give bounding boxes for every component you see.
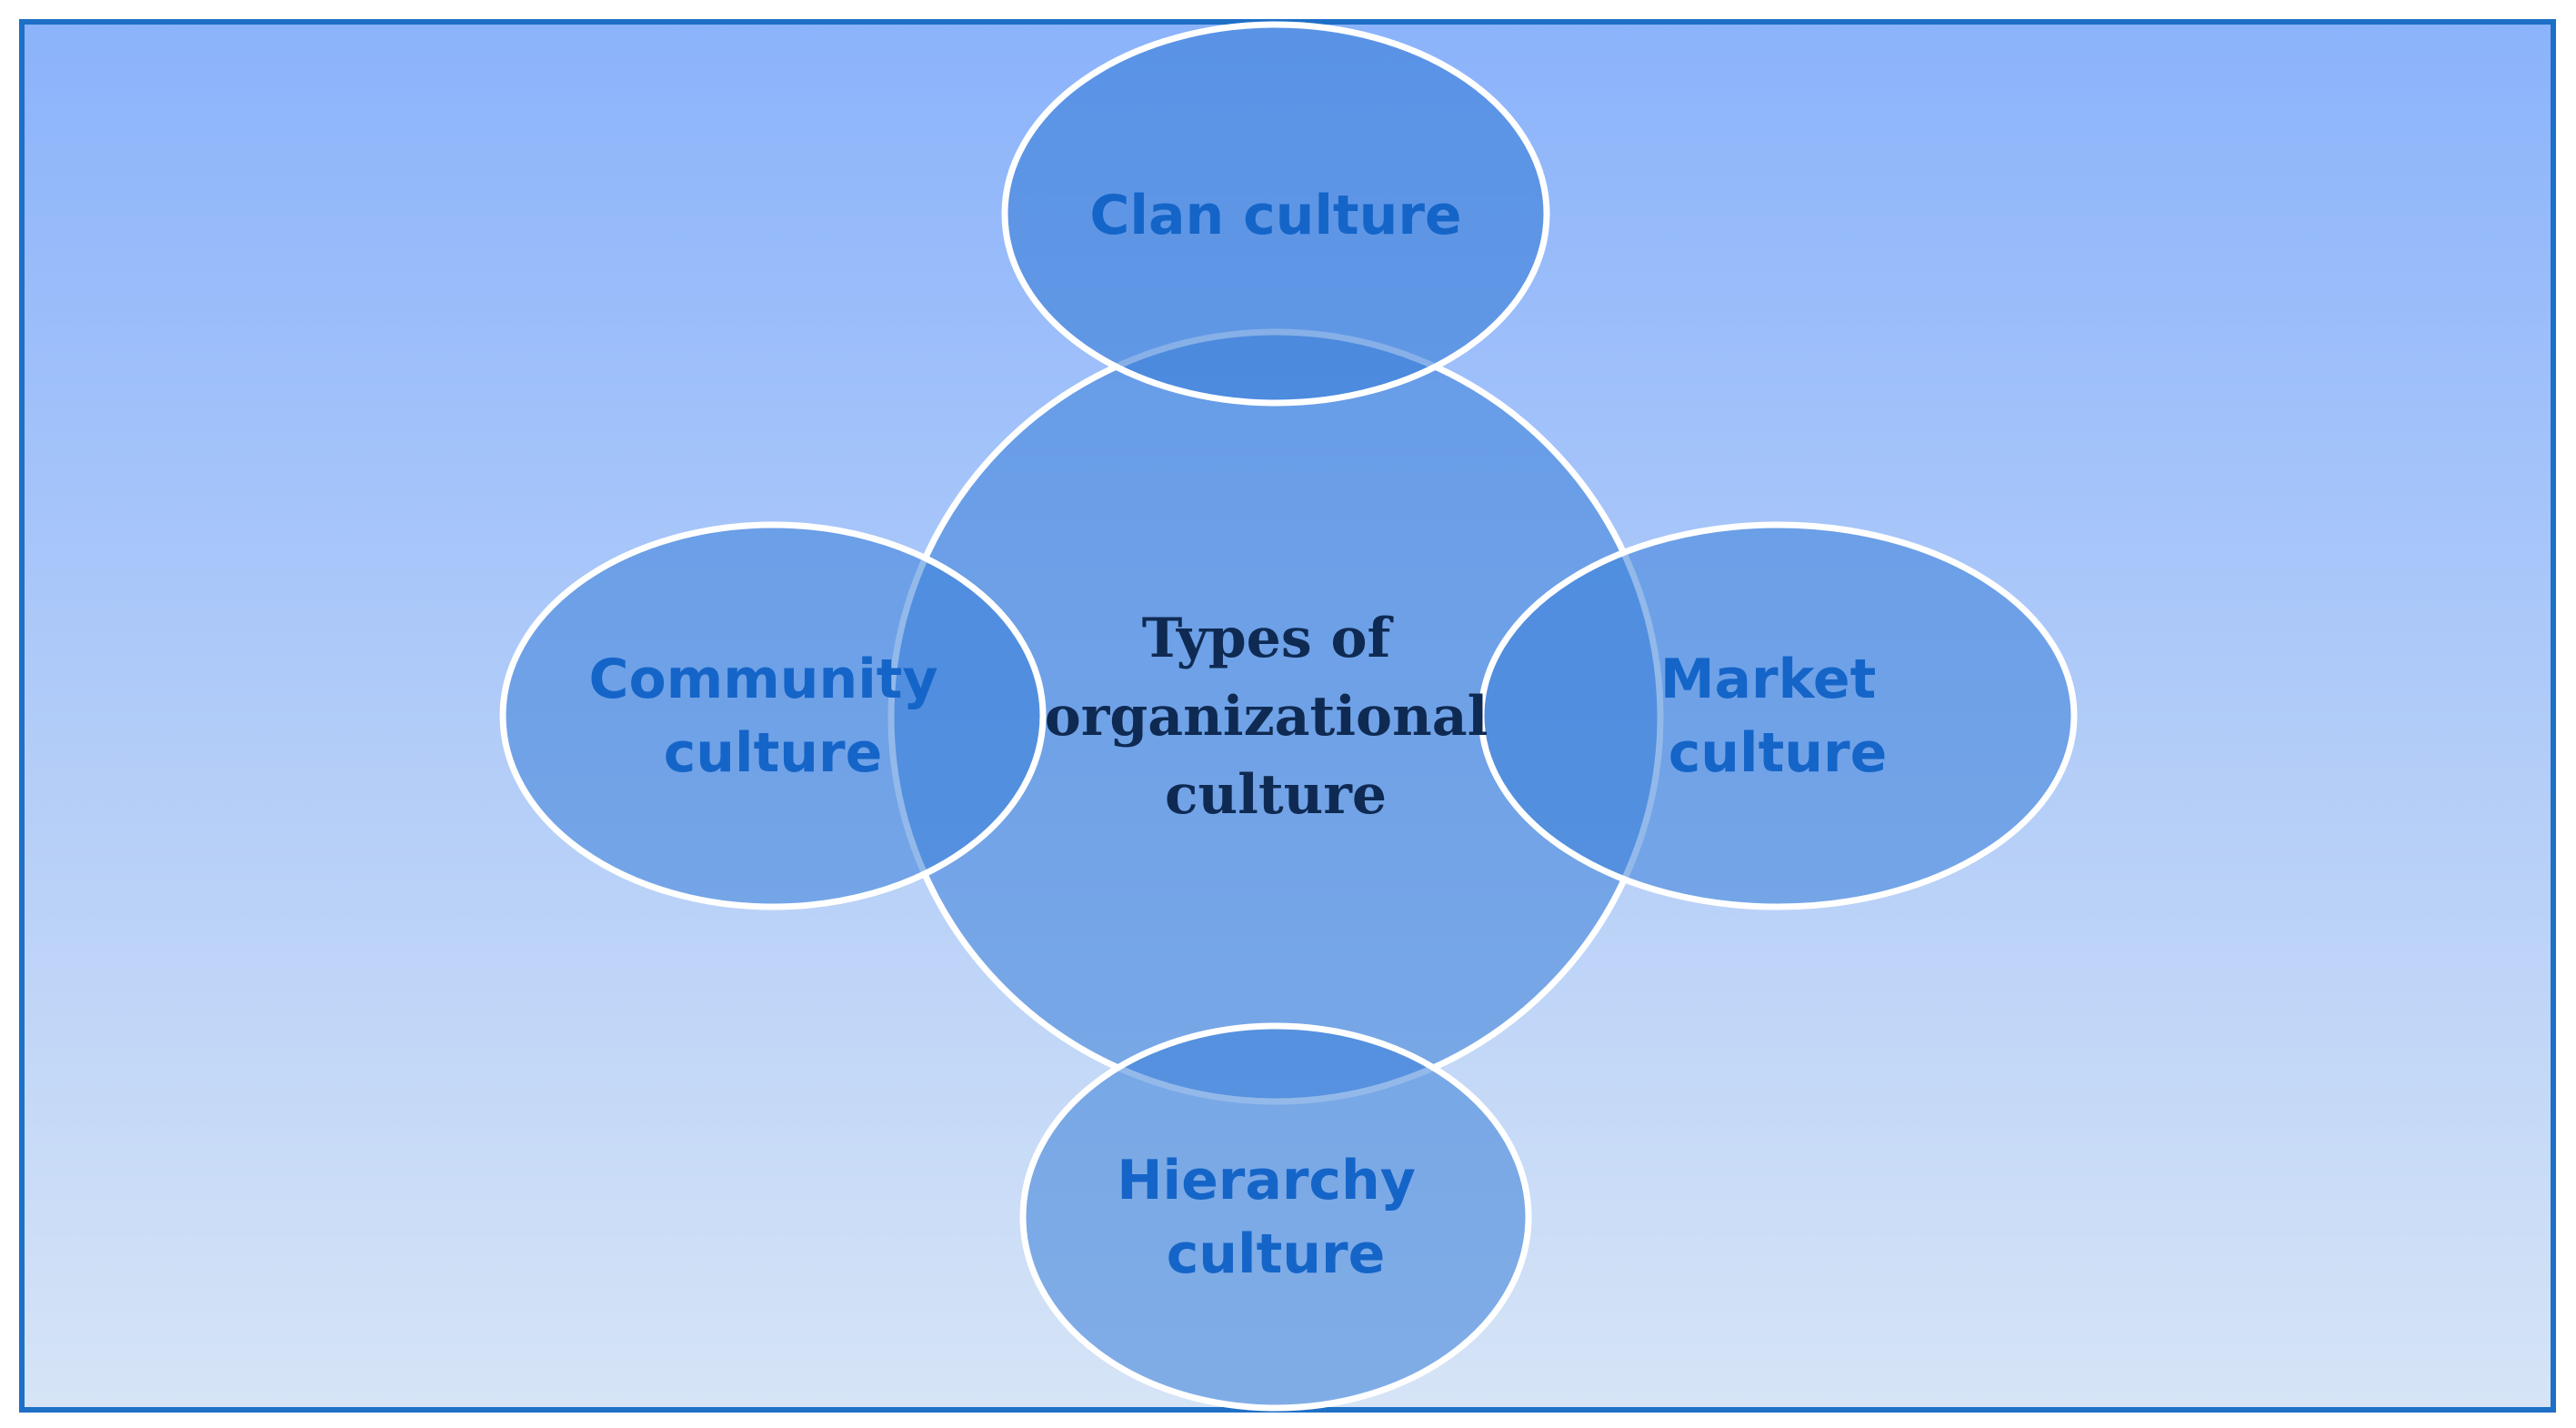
market-culture-ellipse <box>1478 521 2078 910</box>
hierarchy-culture-ellipse <box>1019 1022 1532 1412</box>
market-culture-label-line: culture <box>1669 721 1888 785</box>
hierarchy-culture-label-line: culture <box>1167 1222 1386 1286</box>
clan-culture-label-line: Clan culture <box>1089 184 1461 247</box>
market-culture-label-line: Market <box>1660 648 1876 711</box>
community-culture-ellipse <box>499 521 1047 910</box>
community-culture-label-line: Community <box>589 648 938 711</box>
clan-culture-label: Clan culture <box>1089 184 1461 247</box>
center-label-line: Types of <box>1142 607 1395 670</box>
center-label-line: organizational <box>1045 685 1488 749</box>
center-label: Types of organizational culture <box>1045 607 1508 827</box>
center-label-line: culture <box>1165 763 1387 827</box>
market-culture-label: Market culture <box>1660 648 1895 785</box>
hierarchy-culture-label-line: Hierarchy <box>1117 1149 1416 1212</box>
community-culture-label-line: culture <box>664 721 883 785</box>
community-culture-label: Community culture <box>589 648 957 785</box>
hierarchy-culture-label: Hierarchy culture <box>1117 1149 1434 1286</box>
clan-culture-ellipse <box>1001 21 1550 407</box>
